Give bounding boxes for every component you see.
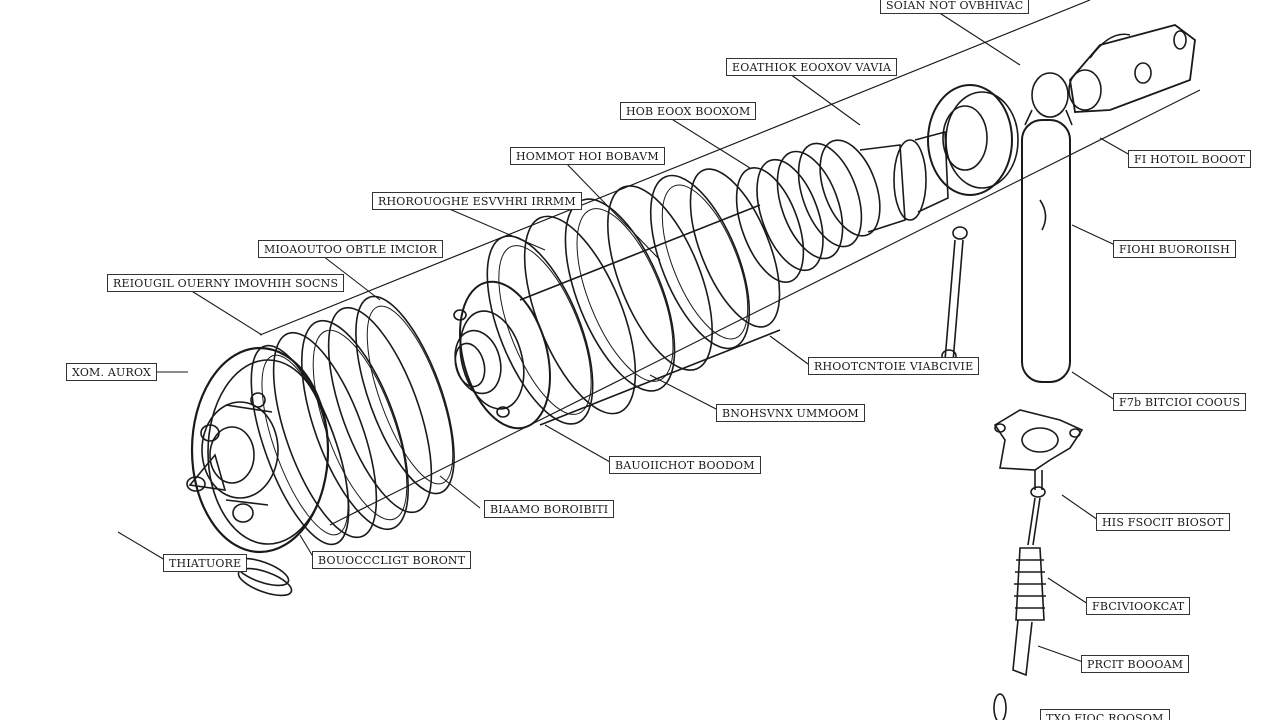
label-bottom-center: BIAAMO BOROIBITI: [484, 500, 615, 518]
label-spring-upper-seat: RHOROUOGHE ESVVHRI IRRMM: [372, 192, 582, 210]
label-right-upper-2: FIOHI BUOROIISH: [1113, 240, 1236, 258]
shock-absorber-tube: [1021, 72, 1073, 383]
label-bottom-plate: BOUOCCCLIGT BORONT: [312, 551, 472, 569]
label-right-lower-2: FBCIVIOOKCAT: [1086, 597, 1191, 615]
envelope-line-top: [259, 0, 1091, 336]
dust-boot-bellows: [735, 130, 949, 283]
top-mount-bracket: [1068, 24, 1196, 113]
label-bottom-left: THIATUORE: [163, 554, 248, 572]
label-right-mid: F7b BITCIOI COOUS: [1113, 393, 1247, 411]
wheel-hub: [186, 346, 330, 554]
label-left-side: XOM. AUROX: [66, 363, 158, 381]
label-spring-mid: MIOAOUTOO OBTLE IMCIOR: [258, 240, 444, 258]
label-top-right-caption: SOIAN NOT OVBHIVAC: [880, 0, 1030, 14]
coil-spring-lower: [250, 295, 455, 546]
threaded-bolt: [993, 497, 1046, 720]
label-spring-lower: REIOUGIL OUERNY IMOVHIH SOCNS: [107, 274, 345, 292]
label-rod: RHOOTCNTOIE VIABCIVIE: [808, 357, 980, 375]
label-lower-seat: BAUOIICHOT BOODOM: [609, 456, 761, 474]
label-right-bottom: TXO FIOC ROOSOM: [1040, 709, 1170, 720]
leader-lines: [117, 9, 1131, 663]
label-upper-mount: HOMMOT HOI BOBAVM: [510, 147, 665, 165]
label-right-upper-1: FI HOTOIL BOOOT: [1128, 150, 1252, 168]
label-right-lower-3: PRCIT BOOOAM: [1081, 655, 1190, 673]
upper-strut-mount: [927, 84, 1019, 196]
envelope-line-bottom: [329, 89, 1201, 526]
label-top-center: EOATHIOK EOOXOV VAVIA: [726, 58, 898, 76]
label-hub-body: HOB EOOX BOOXOM: [620, 102, 757, 120]
label-bump-stop: BNOHSVNX UMMOOM: [716, 404, 865, 422]
lower-mount-bracket: [993, 409, 1084, 498]
label-right-lower-1: HIS FSOCIT BIOSOT: [1096, 513, 1230, 531]
piston-rod: [941, 226, 968, 363]
